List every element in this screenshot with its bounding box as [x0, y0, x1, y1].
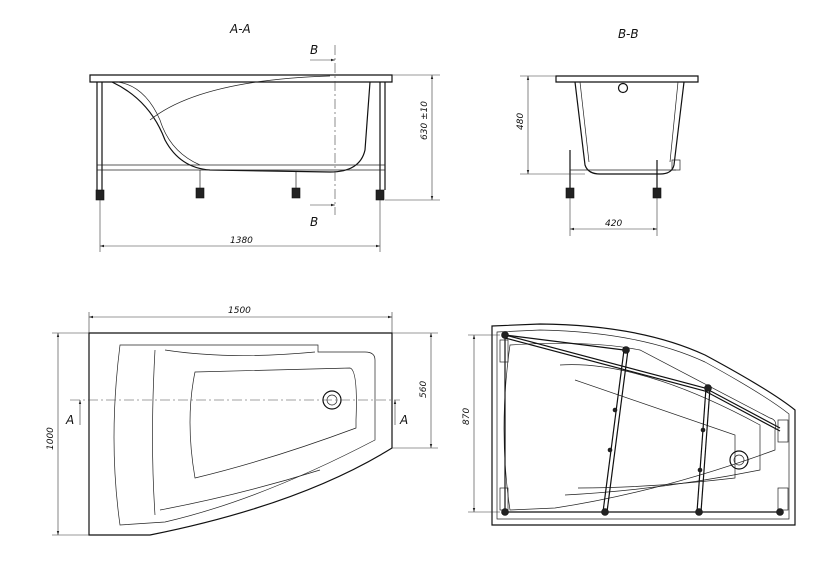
aa-foot-4: [375, 189, 385, 201]
frame-bar-1: [602, 349, 625, 513]
frame-bowl: [503, 342, 777, 511]
bb-rim: [555, 75, 699, 83]
aa-inner-contour: [149, 75, 331, 121]
aa-cut-label-top: B: [310, 43, 318, 57]
bb-overflow: [617, 82, 629, 94]
section-aa-view: A-A B B 1380 63: [89, 22, 440, 252]
plan-view: A A 1500 1000 560: [46, 306, 438, 536]
frame-view: 870: [462, 323, 796, 526]
plan-length-value: 1500: [228, 306, 251, 316]
aa-foot-3: [291, 187, 301, 199]
aa-shell: [111, 81, 371, 173]
frame-joints: [501, 331, 784, 516]
aa-rim: [89, 74, 393, 83]
aa-width-value: 1380: [230, 236, 253, 246]
plan-bowl-bottom: [189, 367, 357, 479]
plan-width-value: 1000: [46, 427, 56, 450]
aa-foot-1: [95, 189, 105, 201]
frame-bar-2: [696, 387, 707, 513]
frame-outline: [491, 323, 796, 526]
aa-foot-2: [195, 187, 205, 199]
frame-drain: [729, 450, 749, 470]
bb-shell: [574, 81, 685, 175]
aa-backrest: [117, 81, 201, 166]
section-aa-title: A-A: [229, 22, 251, 36]
aa-cut-label-bottom: B: [310, 215, 318, 229]
plan-outline: [88, 332, 393, 536]
aa-height-value: 630 ±10: [420, 101, 430, 140]
plan-bowl: [113, 344, 376, 526]
frame-width-value: 870: [462, 408, 472, 425]
section-bb-title: B-B: [618, 27, 639, 41]
plan-cut-label-right: A: [399, 413, 408, 427]
plan-end-value: 560: [419, 381, 429, 398]
bb-depth-value: 480: [516, 113, 526, 130]
bb-width-value: 420: [605, 219, 622, 229]
section-bb-view: B-B 480 420: [516, 27, 699, 236]
plan-cut-label-left: A: [65, 413, 74, 427]
